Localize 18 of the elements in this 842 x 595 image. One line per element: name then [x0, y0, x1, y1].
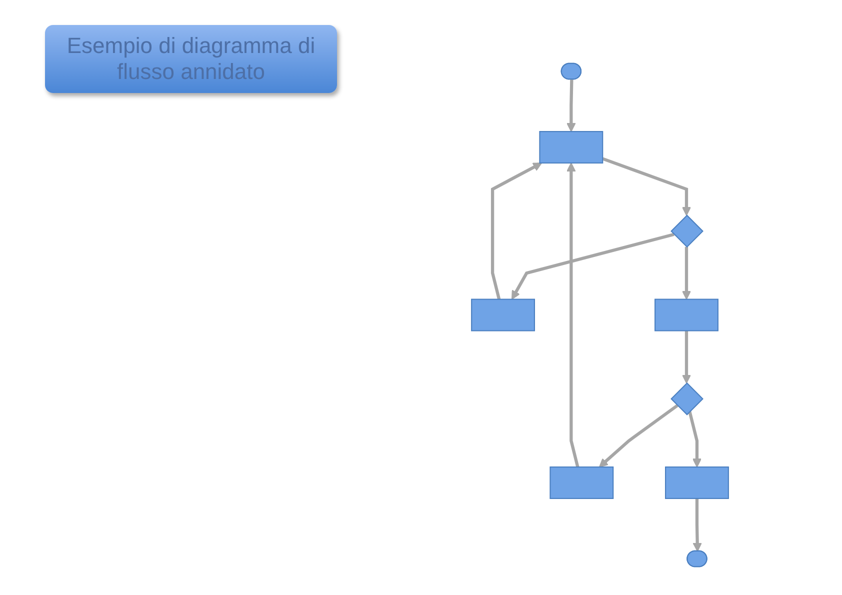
arrow — [688, 411, 702, 468]
arrow — [566, 80, 576, 132]
arrow — [511, 232, 674, 300]
node-box — [471, 298, 535, 332]
arrow — [566, 162, 580, 468]
arrow — [602, 157, 692, 216]
node-box — [654, 298, 718, 332]
node-box — [539, 131, 604, 164]
arrow — [682, 246, 692, 300]
arrow — [598, 404, 678, 468]
node-diamond — [670, 382, 704, 416]
arrow — [682, 330, 692, 384]
arrow — [692, 498, 702, 552]
node-diamond — [670, 214, 704, 248]
node-box — [665, 466, 729, 499]
node-box — [550, 466, 614, 499]
title-banner: Esempio di diagramma di flusso annidato — [45, 25, 337, 93]
arrow — [490, 162, 542, 300]
